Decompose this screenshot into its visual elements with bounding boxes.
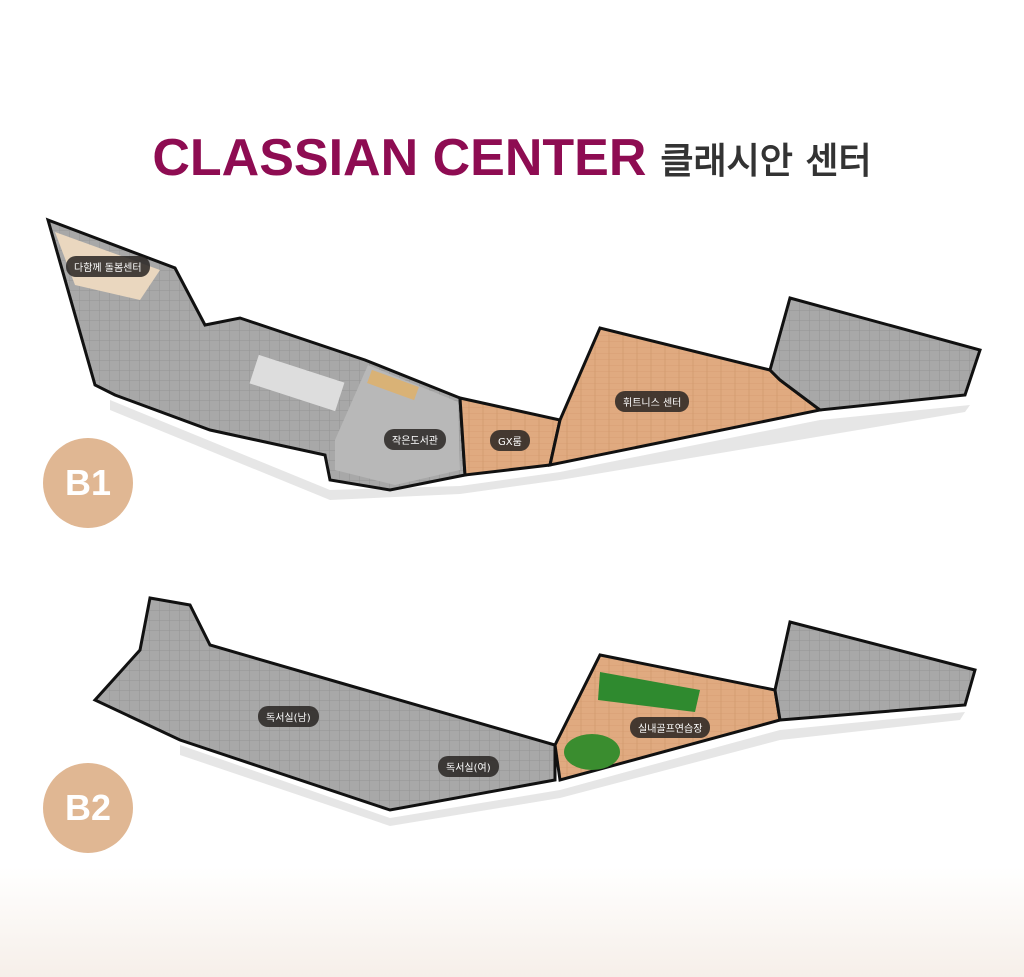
b1-right-gray: [768, 296, 982, 412]
b1-shadow: [110, 400, 970, 500]
floor-badge-b1: B1: [43, 438, 133, 528]
b2-shadow: [180, 712, 965, 826]
title-english: CLASSIAN CENTER: [152, 129, 647, 187]
b2-gray-area: [92, 596, 557, 812]
title-korean: 클래시안 센터: [660, 141, 872, 182]
floor-badge-b2: B2: [43, 763, 133, 853]
room-label-gx-room: GX룸: [490, 430, 530, 451]
bottom-fade: [0, 867, 1024, 977]
floor-b1-plan: [45, 217, 982, 500]
room-label-study-men: 독서실(남): [258, 706, 319, 727]
page-title: CLASSIAN CENTER 클래시안 센터: [0, 128, 1024, 188]
b1-study-tables: [249, 354, 345, 412]
b2-right-gray: [773, 620, 977, 722]
room-label-library: 작은도서관: [384, 429, 446, 450]
b2-putting-green: [564, 734, 620, 770]
b1-library: [335, 365, 460, 485]
room-label-fitness: 휘트니스 센터: [615, 391, 690, 412]
room-label-study-women: 독서실(여): [438, 756, 499, 777]
b2-golf-green: [598, 672, 700, 712]
b1-bookshelf: [367, 369, 419, 401]
floor-b2-plan: [92, 596, 977, 826]
room-label-golf: 실내골프연습장: [630, 717, 711, 738]
room-label-care-center: 다함께 돌봄센터: [66, 256, 150, 277]
